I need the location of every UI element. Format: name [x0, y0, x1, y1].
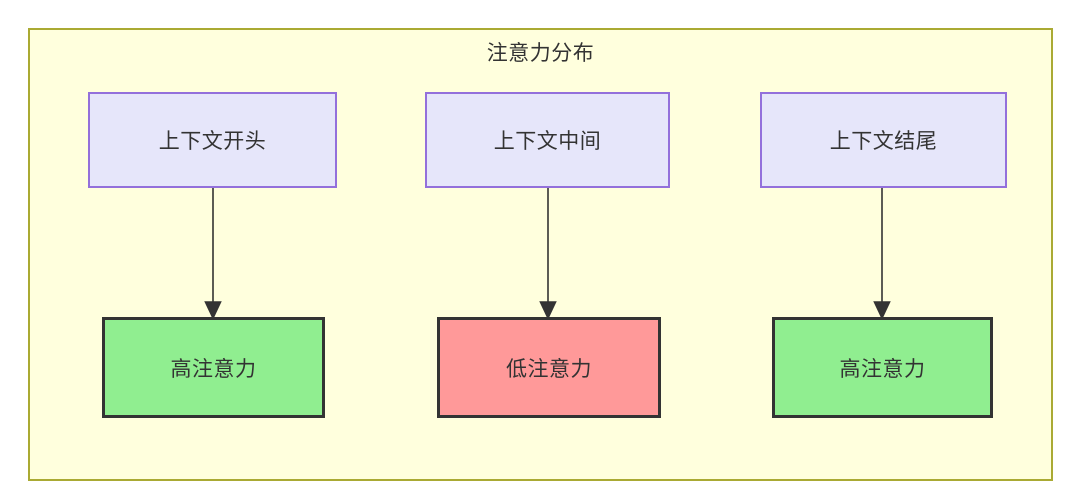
node-context-end[interactable]: 上下文结尾: [760, 92, 1007, 188]
node-context-start[interactable]: 上下文开头: [88, 92, 337, 188]
node-label: 高注意力: [170, 356, 257, 381]
node-high-attention-start[interactable]: 高注意力: [102, 317, 325, 418]
subgraph-title: 注意力分布: [486, 41, 595, 65]
node-low-attention-middle[interactable]: 低注意力: [437, 317, 661, 418]
node-label: 上下文中间: [493, 129, 602, 153]
node-context-middle[interactable]: 上下文中间: [425, 92, 670, 188]
node-high-attention-end[interactable]: 高注意力: [772, 317, 993, 418]
node-label: 高注意力: [839, 356, 926, 381]
node-label: 上下文开头: [158, 129, 267, 153]
node-label: 低注意力: [506, 356, 592, 381]
node-label: 上下文结尾: [829, 129, 938, 153]
